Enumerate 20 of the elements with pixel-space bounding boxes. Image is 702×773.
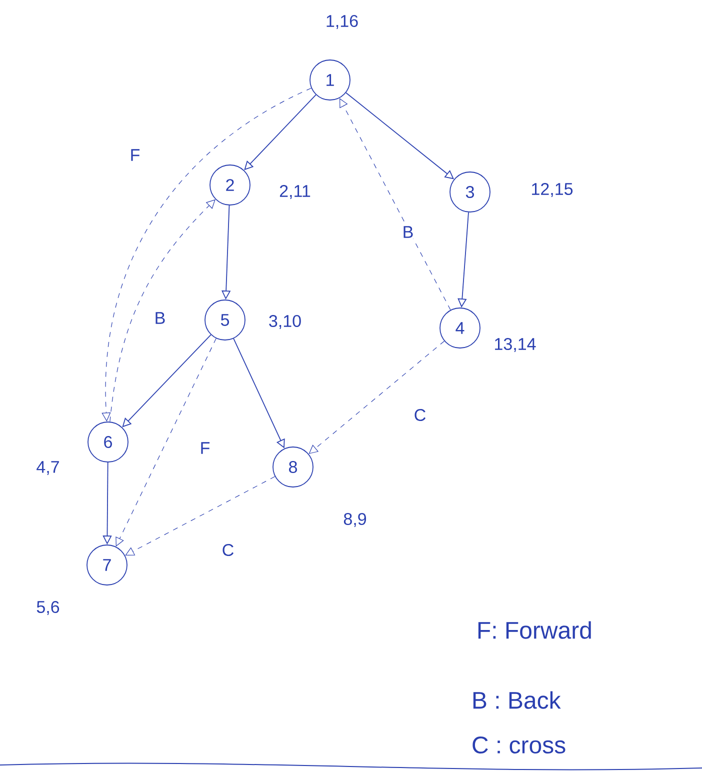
time-label: 12,15 [532, 182, 573, 198]
legend-text: C : cross [472, 736, 566, 754]
time-label: 13,14 [495, 338, 536, 352]
legend-text: B : Back [473, 691, 561, 709]
time-label: 3,10 [269, 314, 301, 330]
time-label: 2,11 [280, 184, 310, 200]
edge-label: F [198, 441, 212, 455]
edge-label: F [128, 148, 142, 162]
time-label: 1,16 [326, 14, 358, 30]
time-label: 8,9 [344, 512, 366, 528]
dashed-arrow [340, 98, 451, 310]
time-label: 5,6 [36, 600, 60, 616]
edge-label: C [220, 542, 236, 558]
edge-label: C [412, 408, 428, 422]
time-label: 4,7 [36, 461, 59, 475]
edge-label: B [153, 311, 167, 325]
legend-text: F: Forward [478, 621, 591, 639]
dashed-arrow [308, 340, 445, 454]
edge-label: B [401, 225, 415, 239]
dashed-arrow [125, 476, 276, 556]
